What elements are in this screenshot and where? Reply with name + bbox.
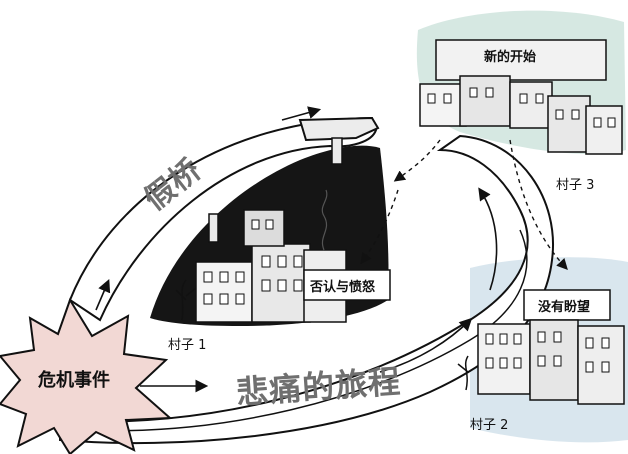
denial-anger-sign [303, 269, 391, 301]
road-lane-line [89, 229, 528, 432]
bridge-arrow [95, 279, 111, 311]
village-2-label: 村子 2 [470, 418, 509, 433]
new-beginning-label: 新的开始 [484, 50, 537, 65]
village-3-buildings [419, 39, 623, 155]
smoke-wisp [321, 189, 328, 251]
dashed-arrow [360, 189, 399, 265]
denial-anger-label: 否认与愤怒 [310, 280, 376, 295]
road-arrow [379, 317, 473, 373]
village-1-label: 村子 1 [168, 338, 207, 353]
village-1-buildings [175, 209, 347, 323]
village-3-label: 村子 3 [556, 178, 595, 193]
dashed-arrow [509, 139, 568, 271]
crisis-starburst [0, 297, 173, 454]
bridge-arrow [281, 106, 322, 121]
crisis-event-label: 危机事件 [38, 370, 110, 391]
dashed-arrow [393, 139, 441, 182]
no-hope-label: 没有盼望 [538, 300, 591, 315]
grief-journey-road [59, 134, 554, 445]
road-arrow [478, 187, 498, 291]
false-bridge-deck [298, 116, 380, 142]
village-2-buildings [457, 289, 625, 405]
bridge-pillar [208, 213, 219, 243]
bridge-pillar [331, 137, 343, 165]
